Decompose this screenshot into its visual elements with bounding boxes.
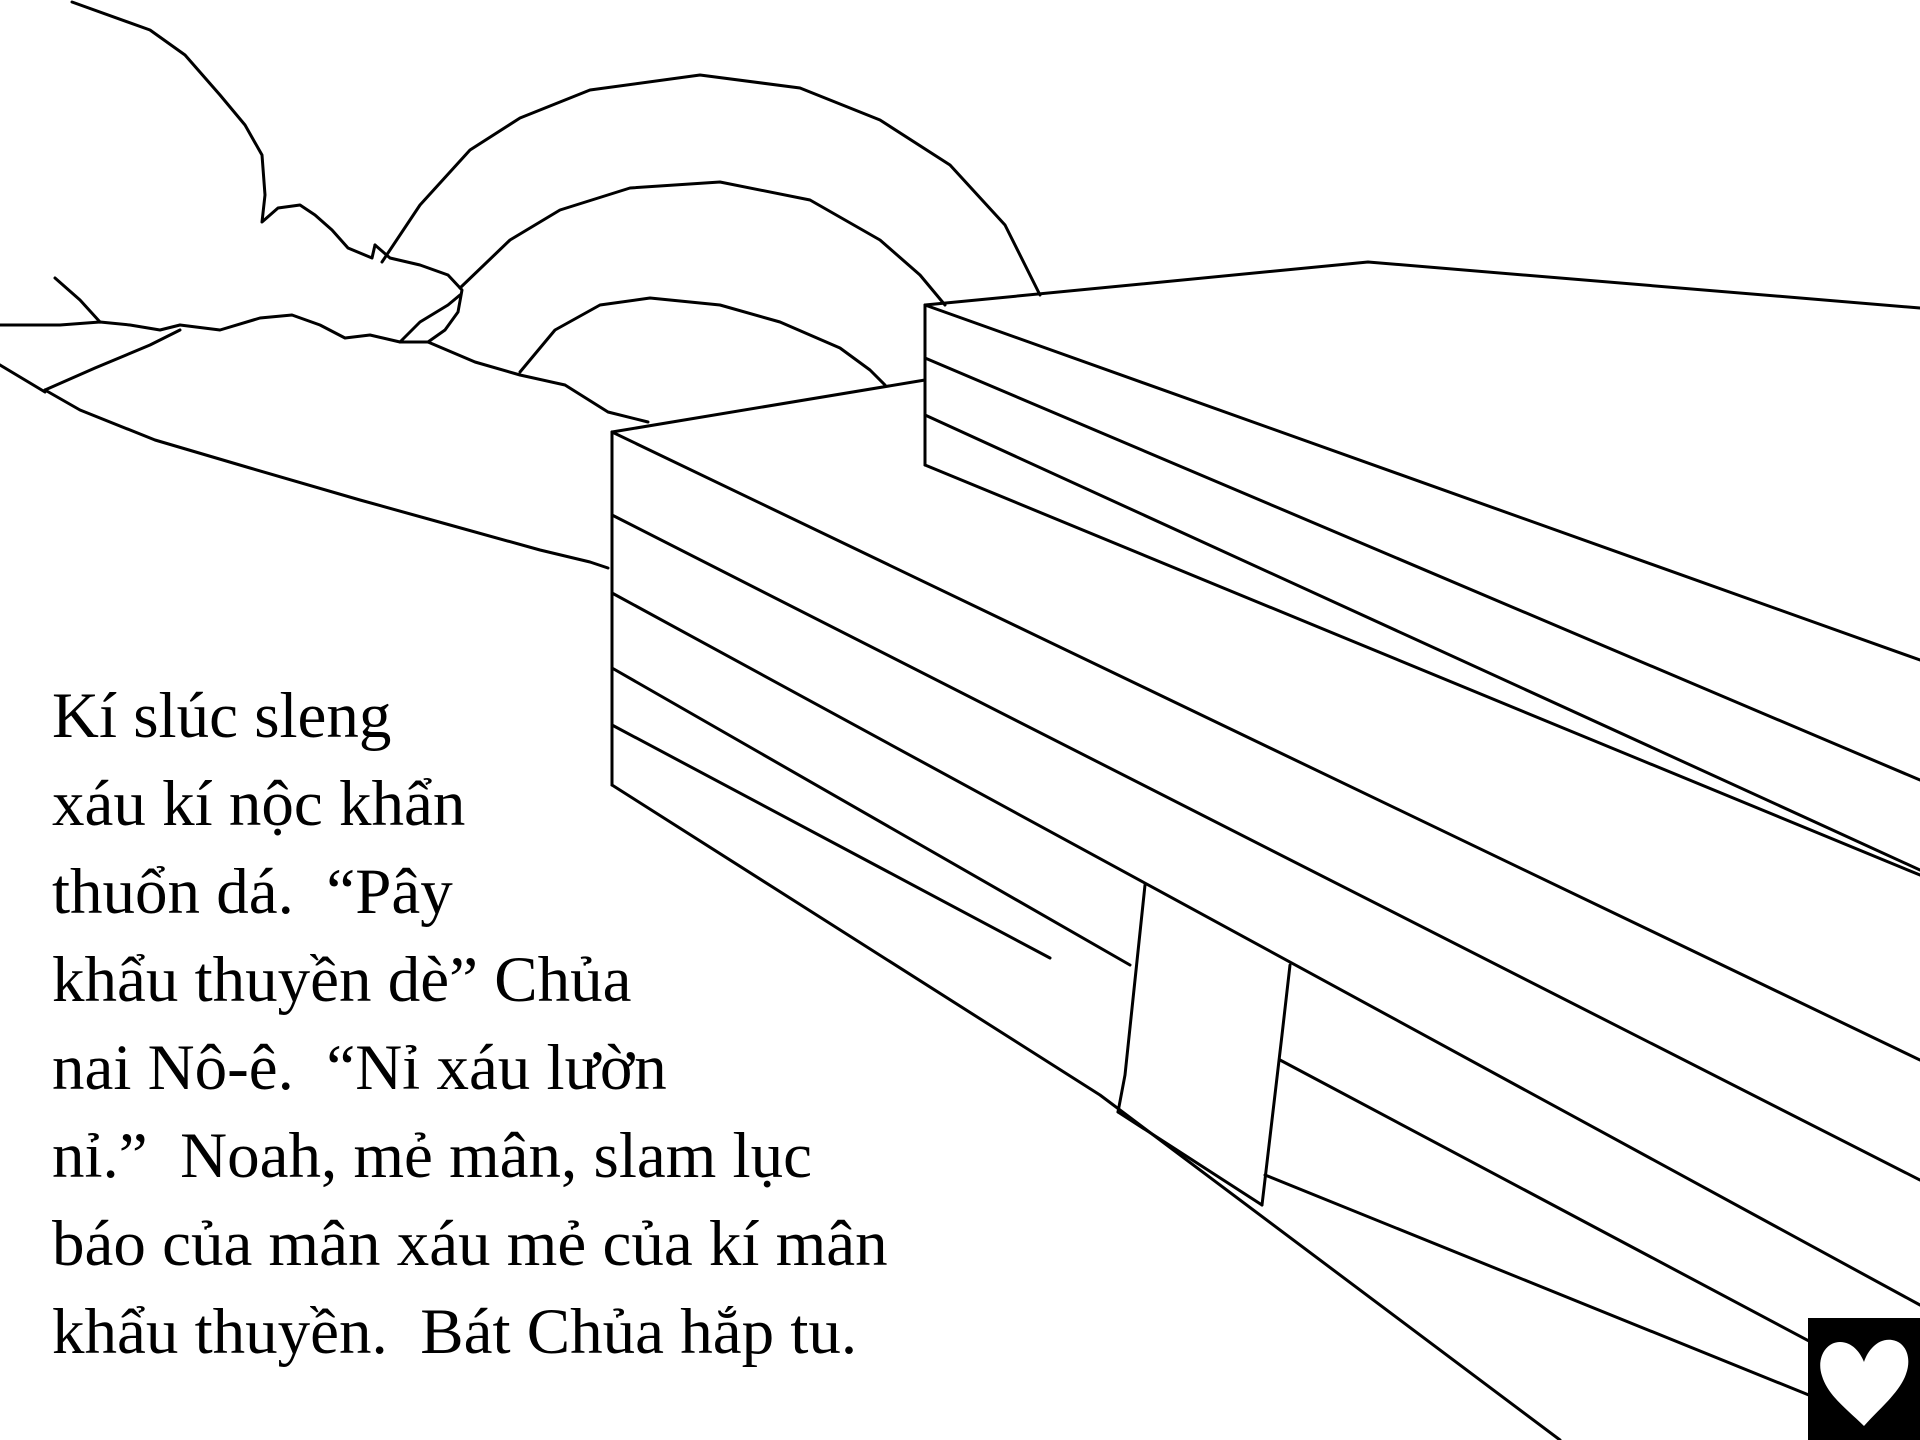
- ark-door: [1116, 883, 1292, 1207]
- cloud-outline: [0, 0, 464, 394]
- ground-line: [43, 388, 610, 570]
- story-line: báo của mân xáu mẻ của kí mân: [52, 1208, 888, 1280]
- story-line: xáu kí nộc khẩn: [52, 768, 466, 840]
- ground-line-near: [426, 340, 650, 424]
- story-text: Kí slúc sleng xáu kí nộc khẩn thuổn dá. …: [52, 672, 1052, 1376]
- heart-icon: [1820, 1339, 1909, 1426]
- story-line: nai Nô-ê. “Nỉ xáu lườn: [52, 1032, 667, 1104]
- rainbow: [380, 73, 1042, 387]
- heart-logo: [1808, 1318, 1920, 1440]
- ark-top-block: [923, 260, 1920, 877]
- story-line: khẩu thuyền dè” Chủa: [52, 944, 632, 1016]
- story-line: thuổn dá. “Pây: [52, 856, 453, 928]
- story-line: khẩu thuyền. Bát Chủa hắp tu.: [52, 1296, 858, 1368]
- story-line: Kí slúc sleng: [52, 680, 392, 752]
- story-line: nỉ.” Noah, mẻ mân, slam lục: [52, 1120, 812, 1192]
